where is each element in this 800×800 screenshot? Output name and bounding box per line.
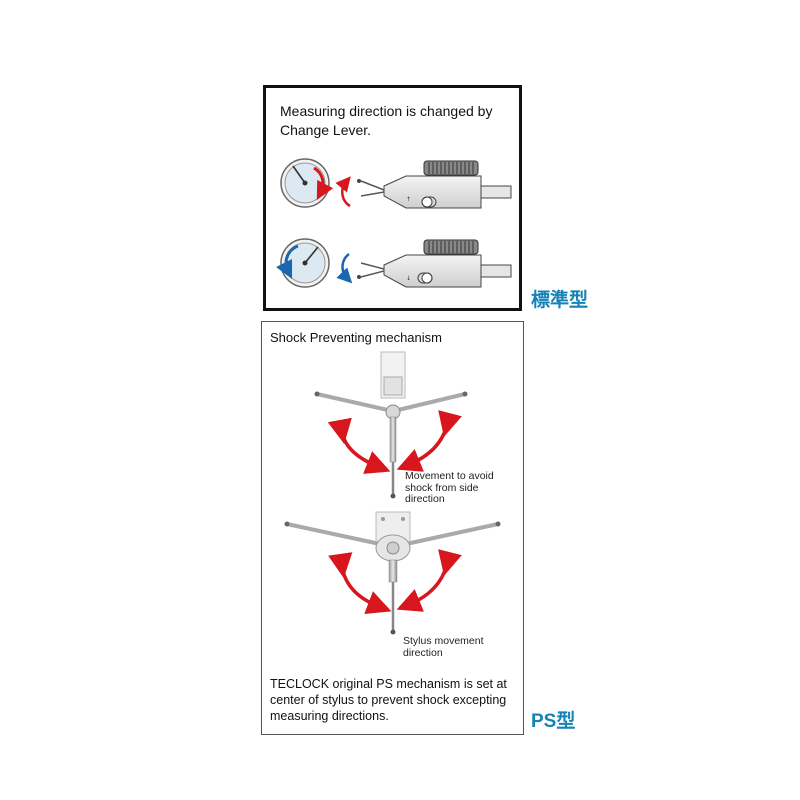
test-indicator-lever-down-icon: ↓ bbox=[357, 239, 512, 288]
standard-type-tag: 標準型 bbox=[531, 290, 589, 311]
lower-stylus-assembly bbox=[284, 511, 501, 635]
standard-panel-heading: Measuring direction is changed by Change… bbox=[280, 103, 493, 138]
svg-text:↓: ↓ bbox=[406, 275, 411, 282]
ps-type-tag: PS型 bbox=[531, 711, 576, 732]
side-shock-callout: Movement to avoid shock from side direct… bbox=[405, 470, 494, 505]
standard-type-panel: Measuring direction is changed by Change… bbox=[263, 85, 522, 311]
red-up-arrow-icon bbox=[335, 176, 351, 208]
test-indicator-lever-up-icon: ↑ bbox=[357, 160, 512, 209]
dial-counterclockwise-icon bbox=[275, 238, 330, 288]
blue-down-arrow-icon bbox=[336, 252, 353, 284]
ps-panel-heading: Shock Preventing mechanism bbox=[270, 330, 442, 345]
svg-text:↑: ↑ bbox=[406, 196, 411, 203]
shock-preventing-illustration bbox=[284, 351, 501, 635]
stylus-movement-callout: Stylus movement direction bbox=[403, 635, 484, 659]
upper-stylus-assembly bbox=[314, 351, 468, 499]
change-lever-illustration: ↑ bbox=[275, 158, 512, 288]
dial-clockwise-icon bbox=[280, 158, 334, 208]
ps-type-panel: Shock Preventing mechanism bbox=[261, 321, 524, 735]
ps-mechanism-note: TECLOCK original PS mechanism is set at … bbox=[270, 677, 507, 723]
